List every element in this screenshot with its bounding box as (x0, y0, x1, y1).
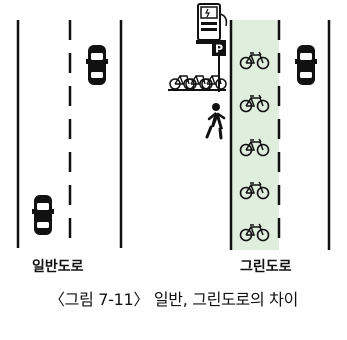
car-icon (295, 45, 317, 85)
general-road-label: 일반도로 (32, 259, 84, 275)
bicycle-icon (239, 223, 270, 242)
general-road-diagram (16, 20, 123, 248)
pedestrian-icon (205, 103, 226, 140)
figure-caption: 〈그림 7-11〉 일반, 그린도로의 차이 (48, 290, 299, 309)
green-road-label: 그린도로 (240, 259, 292, 275)
bicycle-icon (239, 181, 270, 200)
bike-lane (231, 20, 279, 250)
green-road-diagram: P (168, 3, 331, 250)
bicycle-icon (239, 94, 270, 113)
car-icon (32, 195, 54, 235)
bicycle-rack-icon (168, 75, 227, 91)
bicycle-icon (239, 138, 270, 157)
ev-charger-icon (196, 3, 228, 44)
parking-sign-icon: P (212, 40, 226, 92)
car-icon (86, 45, 108, 85)
road-comparison-diagram: P (16, 3, 331, 250)
svg-text:P: P (215, 43, 223, 56)
bicycle-icon (239, 51, 270, 70)
